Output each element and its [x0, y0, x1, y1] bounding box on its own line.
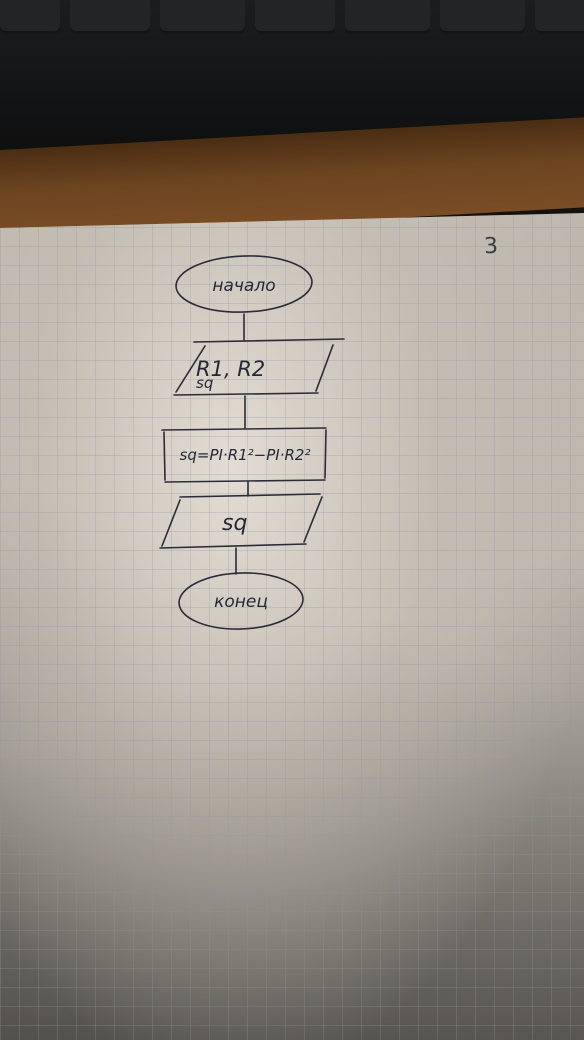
- input-bottom-edge: [173, 392, 319, 396]
- output-parallelogram: sq: [159, 493, 323, 549]
- keyboard-key: [535, 0, 584, 34]
- input-left-edge: [175, 345, 206, 393]
- process-left-edge: [163, 431, 166, 481]
- input-right-edge: [315, 344, 334, 392]
- output-label: sq: [222, 511, 247, 536]
- output-top-edge: [179, 493, 321, 498]
- process-top-edge: [161, 427, 327, 431]
- keyboard-key: [160, 0, 245, 34]
- start-label: начало: [212, 276, 275, 296]
- output-bottom-edge: [159, 543, 307, 549]
- process-label: sq=PI·R1²−PI·R2²: [180, 446, 311, 464]
- start-terminator: начало: [175, 255, 313, 313]
- input-parallelogram: R1, R2 sq: [173, 338, 345, 396]
- process-right-edge: [324, 429, 327, 479]
- output-left-edge: [161, 499, 181, 547]
- end-terminator: конец: [178, 572, 304, 630]
- keyboard-key: [255, 0, 335, 34]
- end-label: конец: [214, 592, 268, 612]
- keyboard-key: [70, 0, 150, 34]
- input-top-edge: [193, 338, 345, 343]
- keyboard-key: [345, 0, 430, 34]
- keyboard-key: [440, 0, 525, 34]
- process-bottom-edge: [164, 479, 326, 483]
- keyboard-key: [0, 0, 60, 34]
- input-label: R1, R2: [196, 357, 265, 381]
- process-block: sq=PI·R1²−PI·R2²: [161, 427, 327, 483]
- input-sublabel: sq: [196, 374, 213, 392]
- output-right-edge: [303, 496, 323, 543]
